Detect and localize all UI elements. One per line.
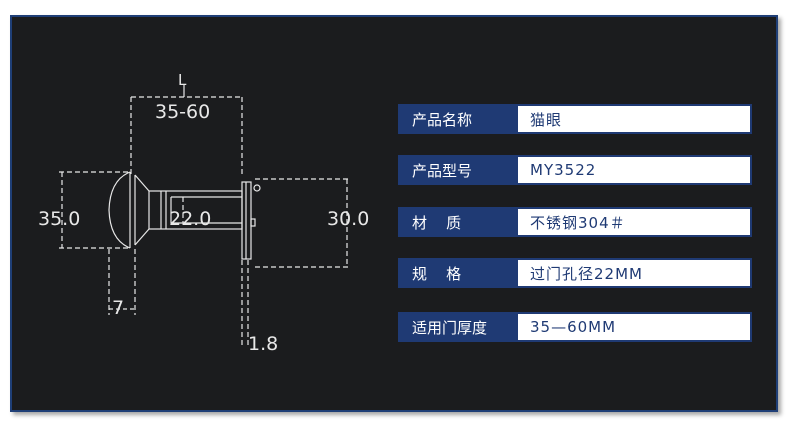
spec-label: 适用门厚度 <box>398 312 518 342</box>
spec-value: 猫眼 <box>518 104 752 134</box>
spec-value: 35—60MM <box>518 312 752 342</box>
dim-label-rear-diameter: 30.0 <box>327 208 370 230</box>
spec-value: MY3522 <box>518 155 752 185</box>
dim-label-length-symbol: L <box>178 71 187 89</box>
dim-label-flange-thickness: 1.8 <box>248 333 279 355</box>
spec-row-material: 材 质 不锈钢304＃ <box>398 207 752 237</box>
spec-row-door-thickness: 适用门厚度 35—60MM <box>398 312 752 342</box>
spec-value: 过门孔径22MM <box>518 258 752 288</box>
bevel-bottom <box>134 228 150 246</box>
spec-label: 材 质 <box>398 207 518 237</box>
spec-value: 不锈钢304＃ <box>518 207 752 237</box>
dim-label-length-range: 35-60 <box>155 101 211 123</box>
peephole-drawing-svg <box>59 85 350 347</box>
spec-label: 产品名称 <box>398 104 518 134</box>
technical-drawing: L 35-60 35.0 22.0 30.0 7 1.8 <box>12 17 412 410</box>
spec-row-product-name: 产品名称 猫眼 <box>398 104 752 134</box>
dim-label-lens-thickness: 7 <box>112 297 125 319</box>
spec-label: 产品型号 <box>398 155 518 185</box>
dim-label-shaft-diameter: 22.0 <box>169 208 212 230</box>
rear-tab <box>250 218 256 227</box>
spec-label: 规 格 <box>398 258 518 288</box>
spec-row-specification: 规 格 过门孔径22MM <box>398 258 752 288</box>
lens-dome <box>108 171 131 249</box>
rear-screw <box>253 184 261 192</box>
bevel-top <box>134 174 150 192</box>
spec-card: L 35-60 35.0 22.0 30.0 7 1.8 产品名称 猫眼 产品型… <box>10 15 778 412</box>
spec-row-model: 产品型号 MY3522 <box>398 155 752 185</box>
dim-label-outer-diameter: 35.0 <box>38 208 81 230</box>
